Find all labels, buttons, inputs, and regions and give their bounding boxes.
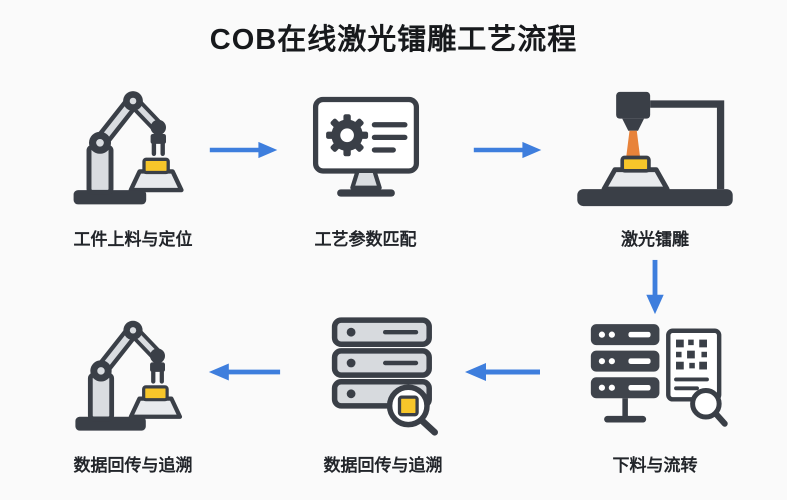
laser-marking-icon xyxy=(570,87,740,211)
page-title: COB在线激光镭雕工艺流程 xyxy=(209,24,578,56)
step-loading-positioning: 工件上料与定位 xyxy=(28,78,238,250)
arrow-left-icon xyxy=(462,360,542,384)
step-label: 数据回传与追溯 xyxy=(323,456,443,475)
server-magnifier-icon xyxy=(317,311,449,437)
monitor-gear-icon xyxy=(303,91,429,211)
step-parameter-matching: 工艺参数匹配 xyxy=(258,78,473,250)
step-laser-marking: 激光镭雕 xyxy=(545,78,765,250)
step-label: 下料与流转 xyxy=(612,456,698,475)
server-transfer-icon xyxy=(582,313,728,437)
step-data-return: 数据回传与追溯 xyxy=(28,308,238,476)
arrow-right-icon xyxy=(208,138,280,162)
arrow-right-icon xyxy=(472,138,544,162)
step-unloading-transfer: 下料与流转 xyxy=(545,308,765,476)
robot-arm-icon xyxy=(67,79,199,211)
step-data-traceability: 数据回传与追溯 xyxy=(283,308,483,476)
arrow-down-icon xyxy=(643,258,667,316)
step-label: 工艺参数匹配 xyxy=(314,230,417,249)
step-label: 数据回传与追溯 xyxy=(73,456,193,475)
arrow-left-icon xyxy=(206,360,282,384)
robot-arm-icon xyxy=(69,309,197,437)
step-label: 工件上料与定位 xyxy=(73,230,193,249)
step-label: 激光镭雕 xyxy=(621,230,689,249)
